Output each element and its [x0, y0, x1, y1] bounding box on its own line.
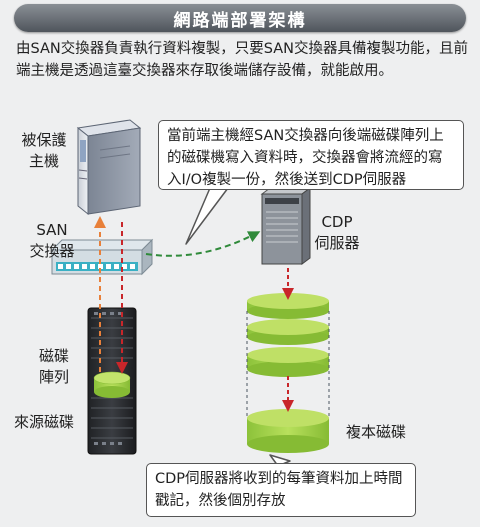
disk-array-label: 磁碟 陣列 [38, 347, 69, 386]
cdp-server-label: CDP 伺服器 [314, 213, 360, 252]
protected-host-label: 被保護 主機 [21, 131, 67, 170]
top-callout: 當前端主機經SAN交換器向後端磁碟陣列上的磁碟機寫入資料時，交換器會將流經的寫入… [158, 120, 464, 190]
san-switch-label: SAN 交換器 [29, 221, 75, 260]
page-title: 網路端部署架構 [173, 10, 307, 31]
bottom-callout: CDP伺服器將收到的每筆資料加上時間戳記，然後個別存放 [146, 463, 416, 517]
replica-disk-stack-icon [246, 293, 330, 453]
intro-text: 由SAN交換器負責執行資料複製，只要SAN交換器具備複製功能，且前端主機是透過這… [16, 41, 468, 79]
source-disk-icon [93, 371, 131, 398]
replica-disk-label: 複本磁碟 [345, 423, 406, 441]
title-bar: 網路端部署架構 [14, 4, 466, 32]
copy-to-cdp-arrow [145, 231, 261, 257]
source-disk-label: 來源磁碟 [13, 413, 74, 431]
protected-host-server-icon [76, 119, 142, 216]
san-switch-icon [50, 238, 154, 276]
top-callout-pointer [185, 187, 229, 245]
cdp-server-icon [260, 187, 312, 265]
